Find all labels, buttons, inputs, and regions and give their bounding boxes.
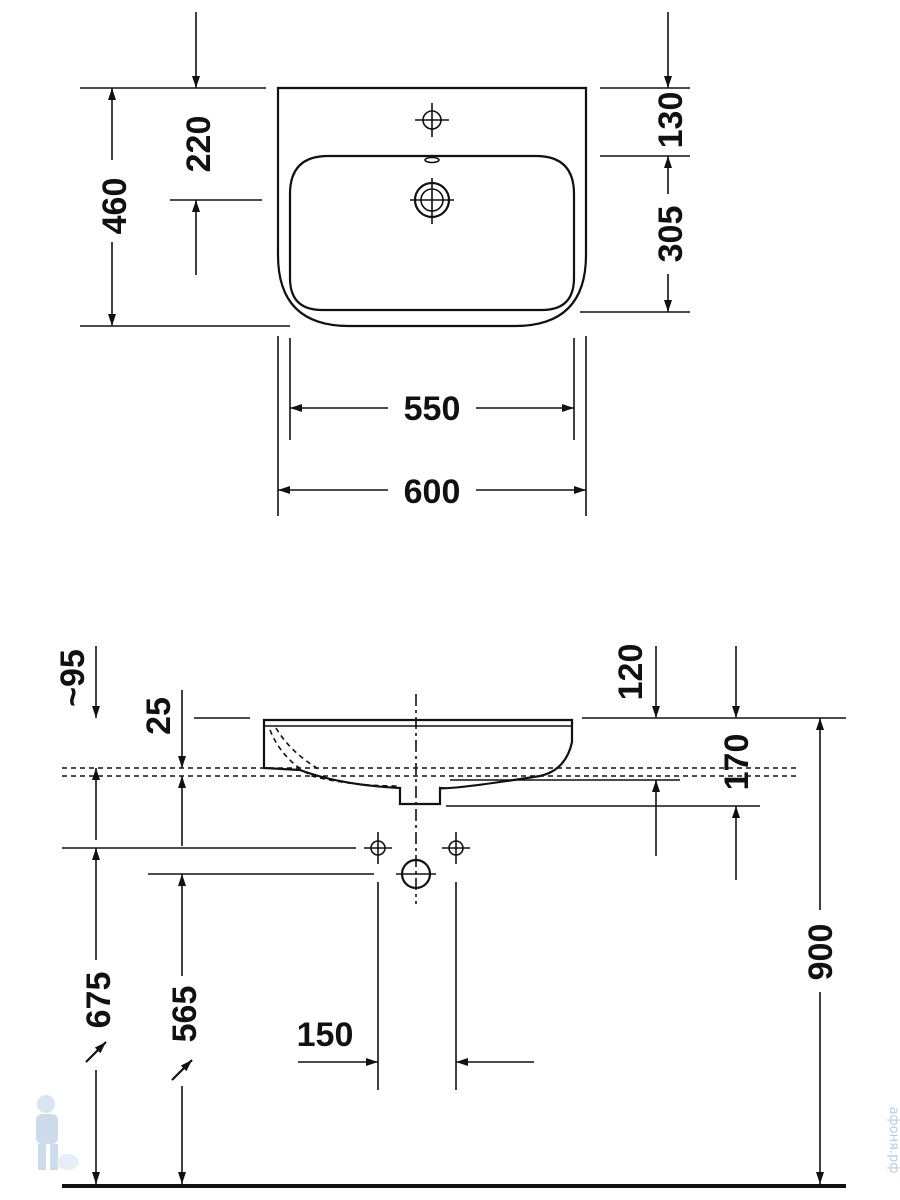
waste-valve-right — [442, 832, 470, 864]
watermark-text: афоня.рф — [886, 1107, 900, 1174]
tap-hole — [415, 103, 449, 137]
dim-170: 170 — [718, 734, 756, 791]
plumber-mascot-icon — [36, 1095, 79, 1170]
top-view: 460 220 130 305 550 600 — [80, 12, 690, 516]
dim-25: 25 — [140, 697, 178, 735]
dim-130: 130 — [652, 92, 690, 149]
dim-120: 120 — [612, 644, 650, 701]
drain-hole — [410, 178, 454, 224]
waste-outlet — [396, 858, 436, 890]
dim-305: 305 — [652, 206, 690, 263]
dim-550: 550 — [404, 390, 461, 428]
basin-outline — [276, 86, 588, 328]
basin-section — [262, 718, 574, 806]
dim-460: 460 — [96, 178, 134, 235]
side-view: ~95 25 120 170 900 675 565 150 — [54, 644, 846, 1188]
waste-valve-left — [364, 832, 392, 864]
dim-220: 220 — [180, 116, 218, 173]
watermark: афоня.рф — [36, 1095, 900, 1173]
dim-565: 565 — [166, 986, 204, 1043]
overflow-slot — [424, 156, 440, 164]
dim-675: 675 — [80, 972, 118, 1029]
bowl-outline — [288, 154, 576, 312]
dim-150: 150 — [297, 1016, 354, 1054]
overflow-channel — [269, 729, 401, 787]
dim-900: 900 — [802, 924, 840, 981]
dim-600: 600 — [404, 473, 461, 511]
dim-approx-95: ~95 — [54, 649, 92, 707]
